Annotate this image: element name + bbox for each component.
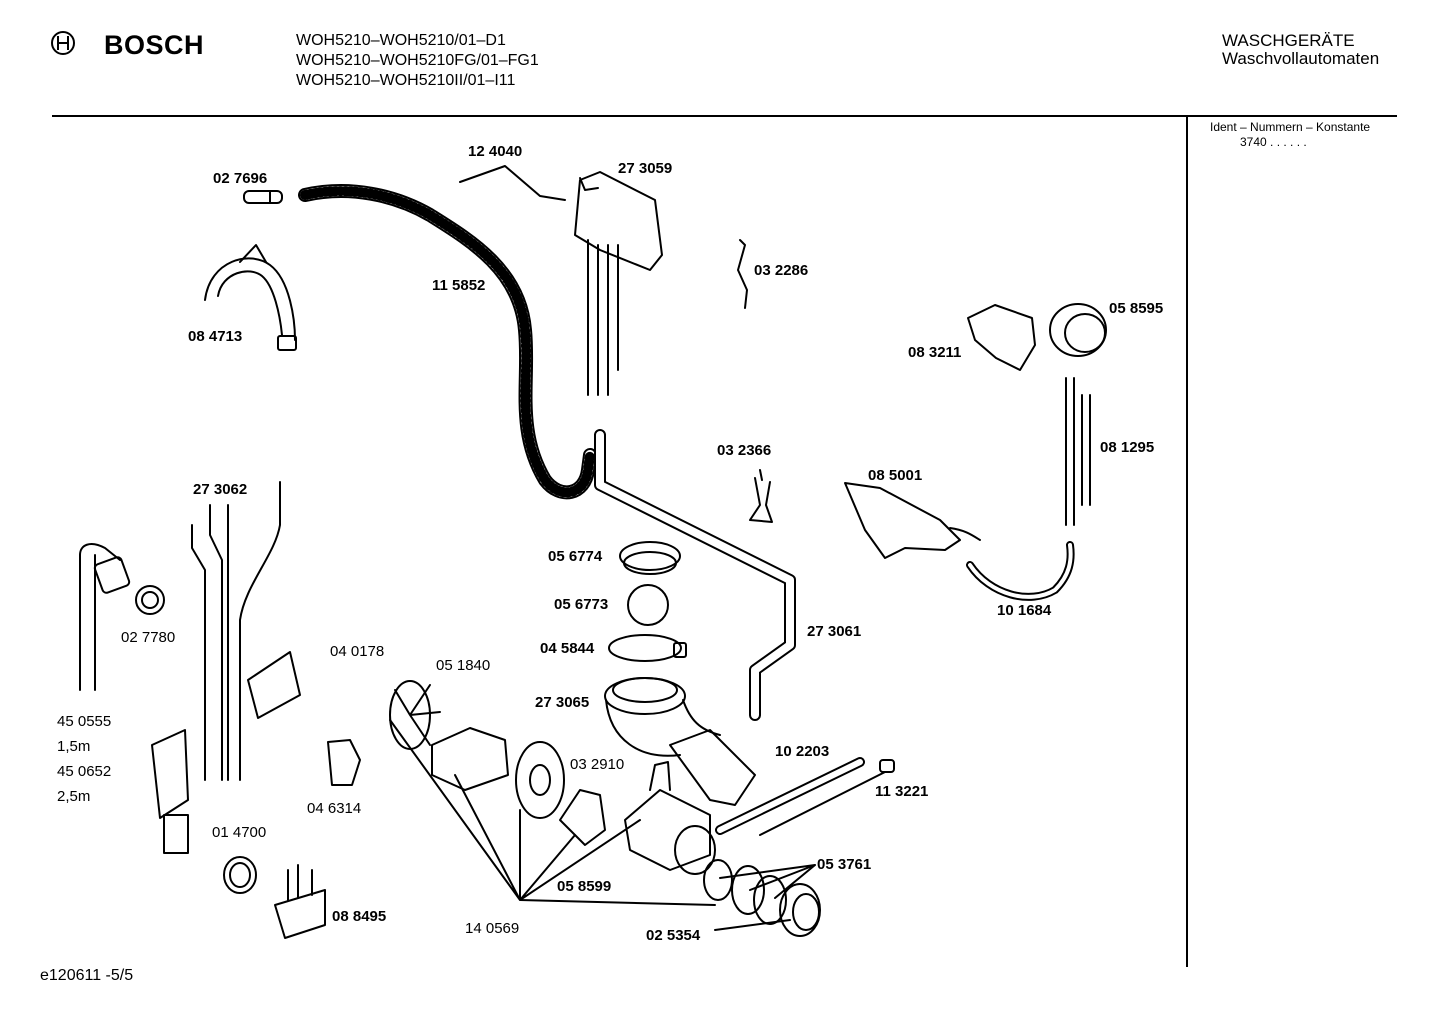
part-label: 08 1295 — [1100, 439, 1155, 456]
model-line-2: WOH5210–WOH5210FG/01–FG1 — [296, 52, 539, 69]
category-subtitle: Waschvollautomaten — [1222, 49, 1380, 68]
part-label: 11 5852 — [432, 277, 486, 294]
part-label: 08 3211 — [908, 344, 962, 361]
category-title: WASCHGERÄTE — [1222, 31, 1355, 50]
part-label: 04 0178 — [330, 643, 385, 660]
part-label: 02 5354 — [646, 927, 701, 944]
part-label: 45 0652 — [57, 763, 112, 780]
part-label: 45 0555 — [57, 713, 112, 730]
part-label: 08 8495 — [332, 908, 387, 925]
part-label: 02 7696 — [213, 170, 268, 187]
part-label: 27 3062 — [193, 481, 248, 498]
part-label: 14 0569 — [465, 920, 520, 937]
header-divider — [52, 115, 1397, 117]
part-label: 27 3059 — [618, 160, 673, 177]
bosch-logo-icon — [50, 30, 76, 61]
model-line-3: WOH5210–WOH5210II/01–I11 — [296, 72, 516, 89]
part-label: 03 2286 — [754, 262, 809, 279]
part-label: 27 3065 — [535, 694, 590, 711]
part-label: 05 6773 — [554, 596, 609, 613]
part-label: 05 8599 — [557, 878, 612, 895]
part-label: 05 8595 — [1109, 300, 1164, 317]
model-line-1: WOH5210–WOH5210/01–D1 — [296, 32, 506, 49]
part-label: 03 2366 — [717, 442, 772, 459]
part-label: 05 1840 — [436, 657, 491, 674]
ident-label: Ident – Nummern – Konstante — [1210, 120, 1371, 134]
sidebar-divider — [1186, 115, 1188, 967]
drawing-code: e120611 -5/5 — [40, 967, 134, 984]
part-label: 03 2910 — [570, 756, 625, 773]
part-label: 05 6774 — [548, 548, 603, 565]
exploded-parts-drawing — [79, 165, 1107, 939]
part-label: 04 6314 — [307, 800, 362, 817]
part-length: 1,5m — [57, 738, 91, 755]
part-label: 10 2203 — [775, 743, 830, 760]
ident-value: 3740 . . . . . . — [1240, 135, 1307, 149]
part-label: 27 3061 — [807, 623, 862, 640]
part-label: 08 5001 — [868, 467, 923, 484]
part-label: 10 1684 — [997, 602, 1052, 619]
part-label: 08 4713 — [188, 328, 243, 345]
part-label: 01 4700 — [212, 824, 267, 841]
brand-name: BOSCH — [104, 30, 205, 60]
part-label: 02 7780 — [121, 629, 176, 646]
part-length: 2,5m — [57, 788, 91, 805]
part-label: 12 4040 — [468, 143, 523, 160]
part-label: 11 3221 — [875, 783, 929, 800]
part-label: 04 5844 — [540, 640, 595, 657]
part-label: 05 3761 — [817, 856, 872, 873]
